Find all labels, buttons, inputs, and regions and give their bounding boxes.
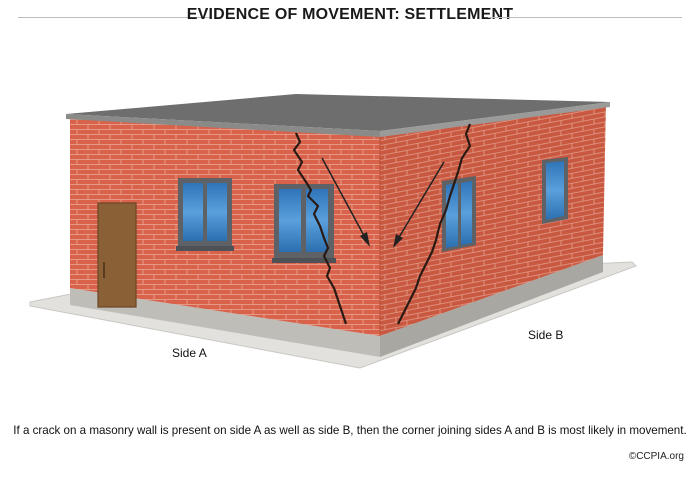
roof-edge-b <box>380 102 610 137</box>
window-4 <box>542 157 568 224</box>
window-1 <box>176 178 234 251</box>
roof-top <box>66 94 610 131</box>
label-side-b: Side B <box>528 328 564 342</box>
arrow-side-a <box>321 157 370 247</box>
window-2 <box>272 184 336 263</box>
caption: If a crack on a masonry wall is present … <box>13 424 687 437</box>
door <box>97 202 137 308</box>
roof-edge-a <box>66 114 380 137</box>
title-rule-right <box>488 17 682 18</box>
diagram-title: EVIDENCE OF MOVEMENT: SETTLEMENT <box>186 6 514 23</box>
title-row: EVIDENCE OF MOVEMENT: SETTLEMENT <box>0 6 700 30</box>
credit: ©CCPIA.org <box>628 451 684 462</box>
arrow-side-b <box>393 161 445 248</box>
crack-side-a <box>292 132 348 325</box>
window-3 <box>442 176 476 252</box>
foundation-side-b <box>380 255 603 357</box>
title-rule-left <box>18 17 210 18</box>
label-side-a: Side A <box>172 346 207 360</box>
foundation-side-a <box>70 288 380 357</box>
crack-side-b <box>397 123 472 325</box>
